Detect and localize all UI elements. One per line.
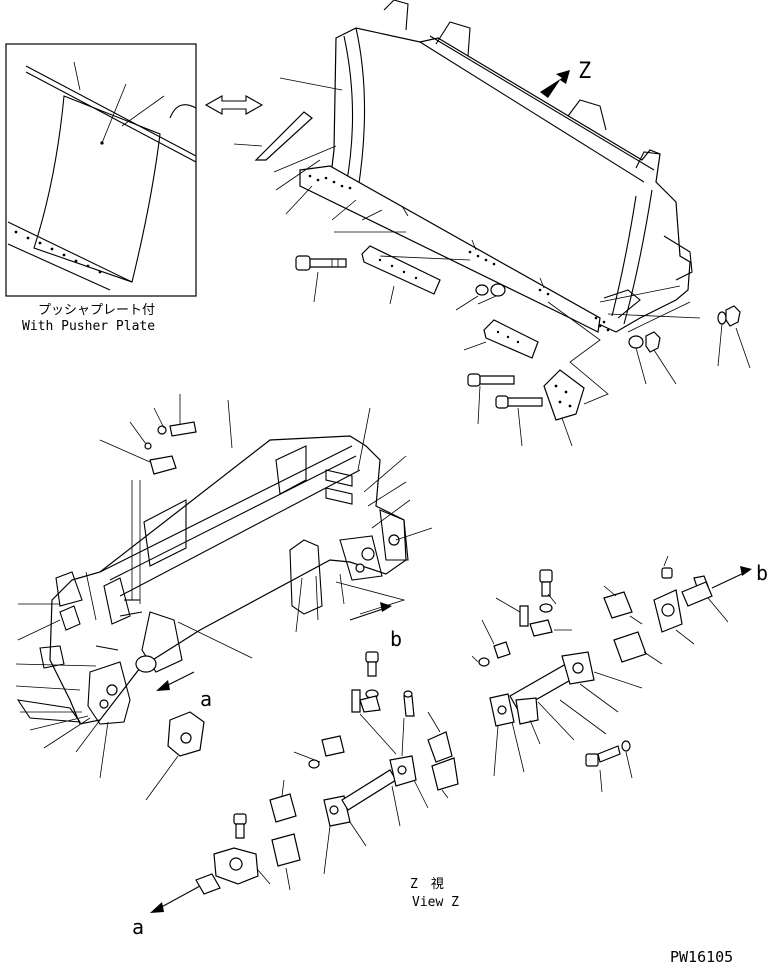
washer-1 bbox=[475, 284, 489, 296]
nut-2 bbox=[725, 305, 741, 327]
wedge-plate bbox=[254, 111, 313, 161]
inset-caption-en: With Pusher Plate bbox=[22, 319, 155, 334]
blade-assembly bbox=[299, 0, 693, 333]
pusher-plate-inset bbox=[5, 43, 197, 297]
small-pin bbox=[149, 455, 177, 475]
blade-loose-parts bbox=[254, 111, 741, 421]
center-pivot-detail bbox=[269, 651, 459, 891]
drawing-number: PW16105 bbox=[670, 948, 733, 964]
ref-a-frame: a bbox=[200, 687, 212, 711]
view-z-arrow-icon bbox=[540, 70, 570, 98]
arrow-a-frame-icon bbox=[156, 671, 195, 691]
arrow-b-frame-icon bbox=[349, 602, 392, 621]
nut-4 bbox=[645, 331, 661, 353]
lower-left-detail bbox=[195, 813, 271, 895]
cutting-edge-holes bbox=[308, 174, 610, 332]
right-pivot-detail bbox=[471, 555, 729, 793]
frame-leader-lines bbox=[15, 394, 433, 801]
arrow-b-right-icon bbox=[711, 566, 752, 589]
pusher-block-upper bbox=[361, 245, 441, 295]
inset-caption-jp: プッシャプレート付 bbox=[38, 303, 155, 318]
corner-plate bbox=[543, 369, 585, 421]
bolt-pair bbox=[467, 373, 543, 409]
view-z-caption-en: View Z bbox=[412, 895, 459, 910]
nut-1 bbox=[490, 283, 506, 297]
arrow-a-lower-icon bbox=[150, 885, 201, 913]
ref-b-right: b bbox=[756, 561, 768, 585]
ref-a-lower: a bbox=[132, 915, 144, 939]
inset-frame bbox=[5, 43, 197, 297]
ref-b-frame: b bbox=[390, 627, 402, 651]
view-z-caption-jp: Z 視 bbox=[410, 877, 444, 892]
nut-3 bbox=[628, 335, 644, 349]
cutting-edge-bolt bbox=[295, 255, 347, 271]
pusher-block-lower bbox=[483, 319, 539, 359]
frame-assembly bbox=[16, 421, 409, 757]
blade-leader-lines bbox=[233, 77, 751, 447]
double-arrow-icon bbox=[204, 95, 264, 115]
view-z-letter: Z bbox=[578, 59, 591, 84]
inset-hole-row bbox=[14, 230, 102, 274]
washer-2 bbox=[717, 311, 727, 325]
